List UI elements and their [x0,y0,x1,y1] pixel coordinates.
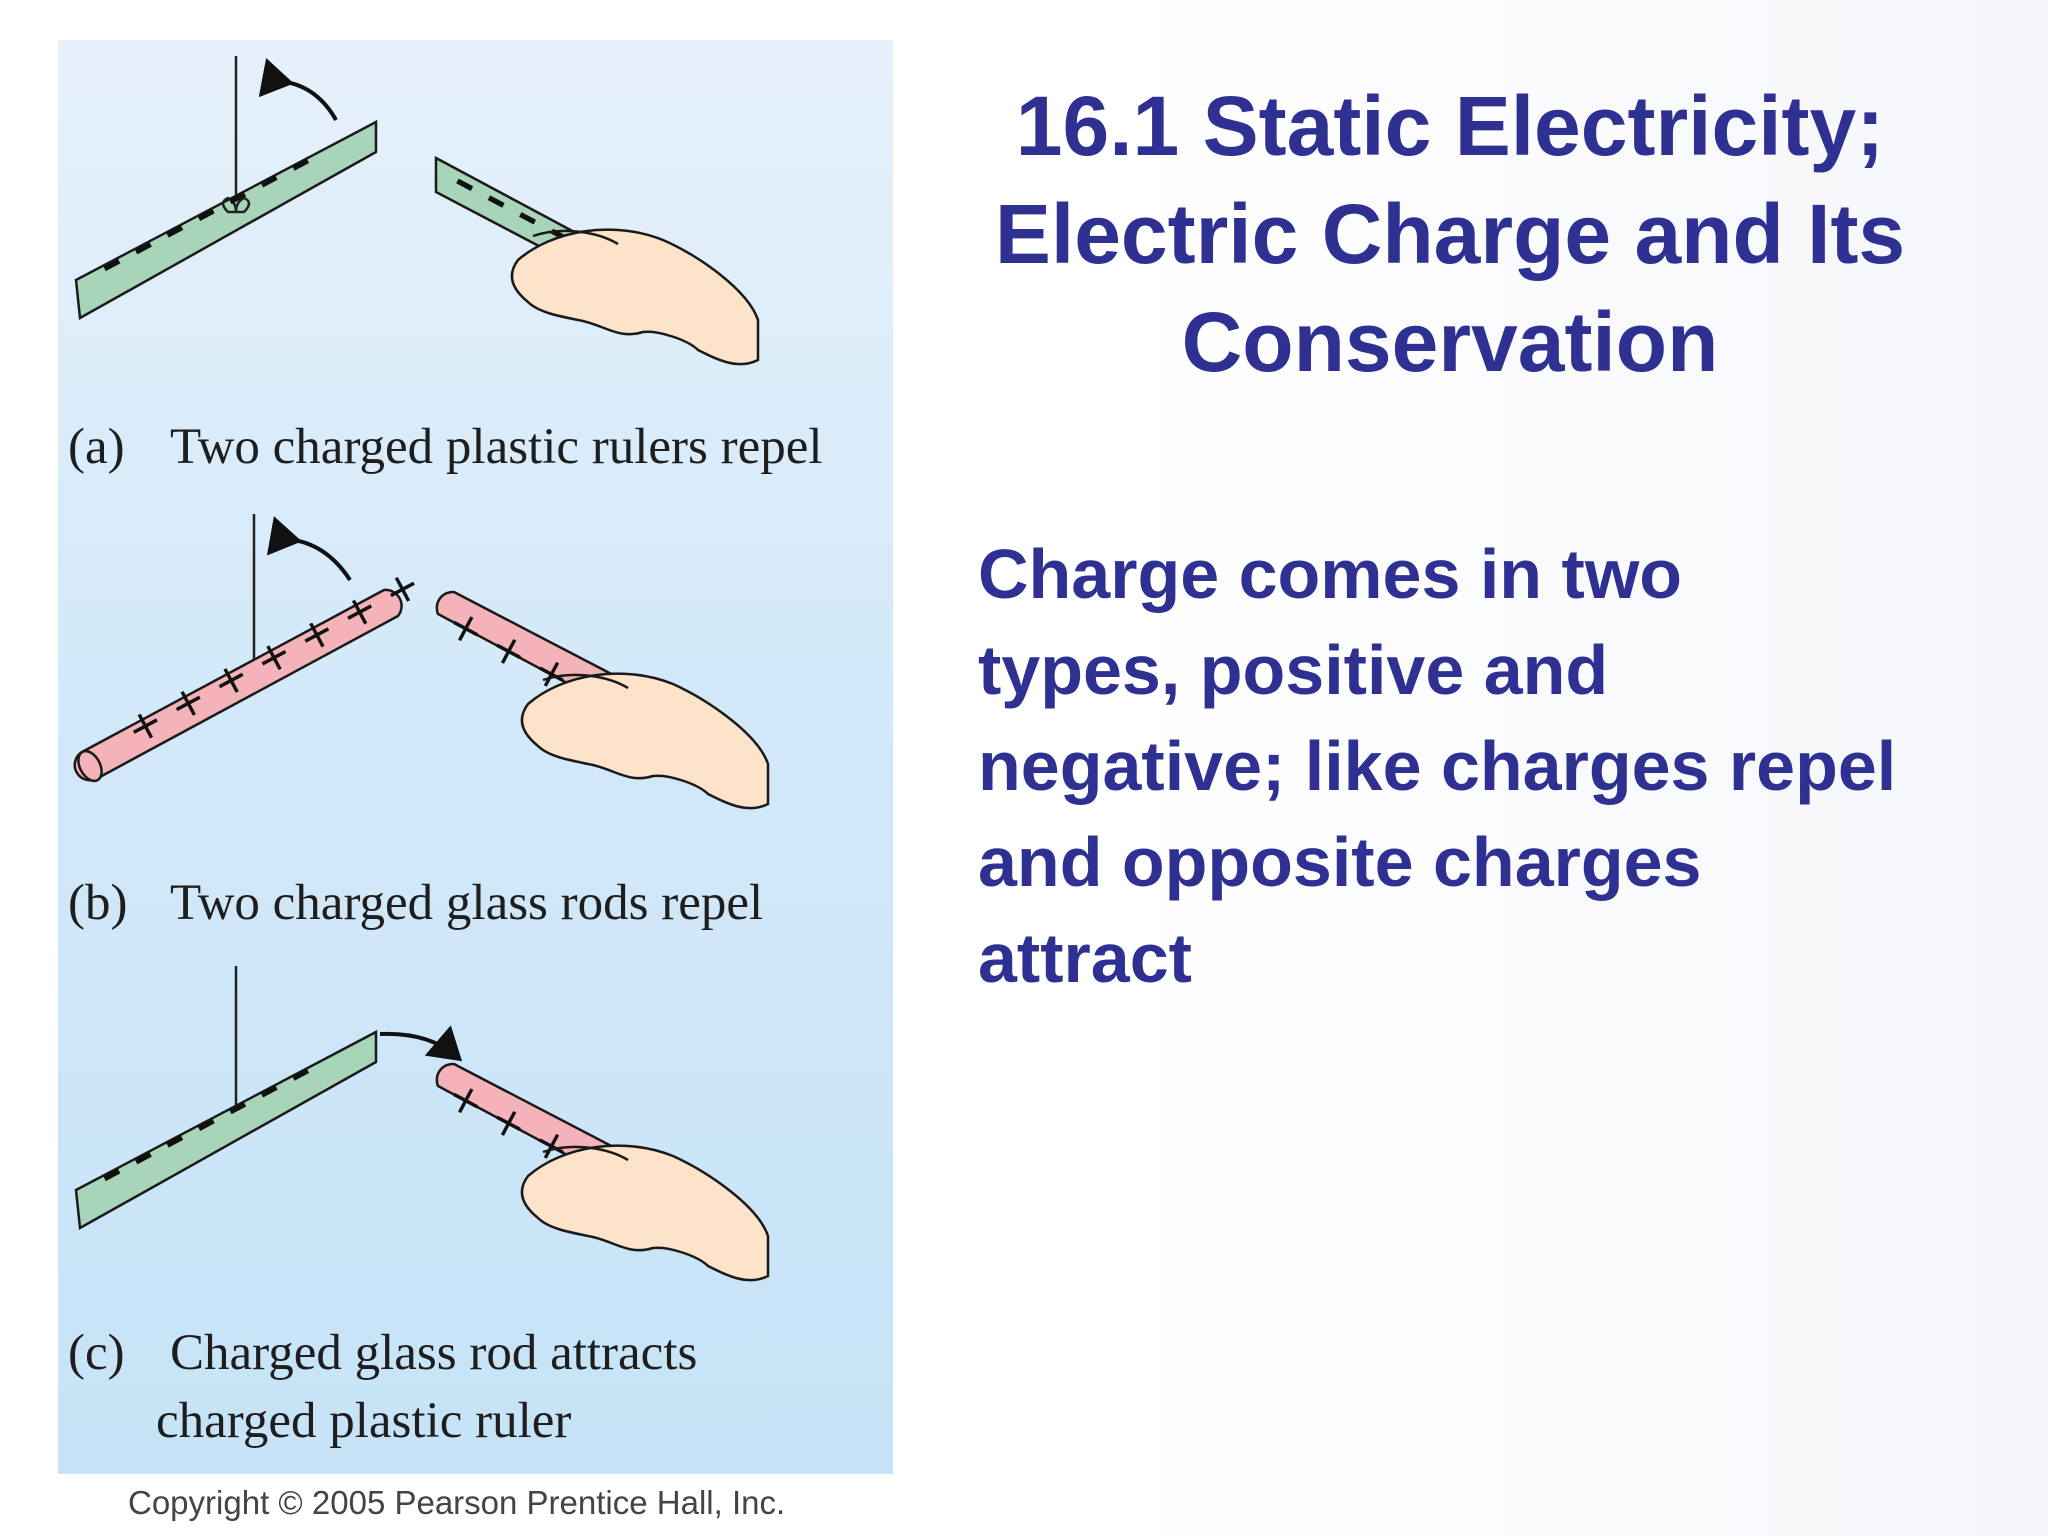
hanging-ruler [74,1029,378,1231]
caption-b: (b) Two charged glass rods repel [68,868,763,938]
caption-c: (c) Charged glass rod attracts [68,1318,697,1388]
scene-b: + + + + + + + + + + + + [73,514,770,810]
hand [520,1144,770,1282]
hand [520,672,770,810]
caption-b-tag: (b) [68,875,128,931]
negative-charge: – – – – – – – [90,1045,320,1198]
caption-c-tag: (c) [68,1325,125,1381]
attract-arrow [379,1025,463,1062]
scene-c: – – – – – – – + + + + + [74,966,770,1282]
slide-body: Charge comes in two types, positive and … [978,535,1897,997]
caption-a-tag: (a) [68,419,125,475]
caption-b-text: Two charged glass rods repel [170,875,764,931]
figure-panel: – – – – – – – – – – – – + + + + + + + + … [58,40,893,1474]
charge-illustration: – – – – – – – – – – – – + + + + + + + + … [73,56,770,1282]
caption-a-text: Two charged plastic rulers repel [170,419,823,475]
repel-arrow [258,57,338,121]
positive-charge: + + + + + + + [118,558,429,755]
hanging-ruler [74,119,378,321]
caption-c-text: Charged glass rod attracts [170,1325,698,1381]
copyright-notice: Copyright © 2005 Pearson Prentice Hall, … [128,1484,786,1521]
string-knot [221,196,251,214]
caption-c-line2: charged plastic ruler [156,1393,572,1449]
slide-title: 16.1 Static Electricity; Electric Charge… [994,79,1906,389]
negative-charge: – – – – – – – [90,135,320,288]
caption-a: (a) Two charged plastic rulers repel [68,412,823,482]
hand [510,228,760,366]
scene-a: – – – – – – – – – – – – [74,56,760,366]
repel-arrow [266,516,352,582]
